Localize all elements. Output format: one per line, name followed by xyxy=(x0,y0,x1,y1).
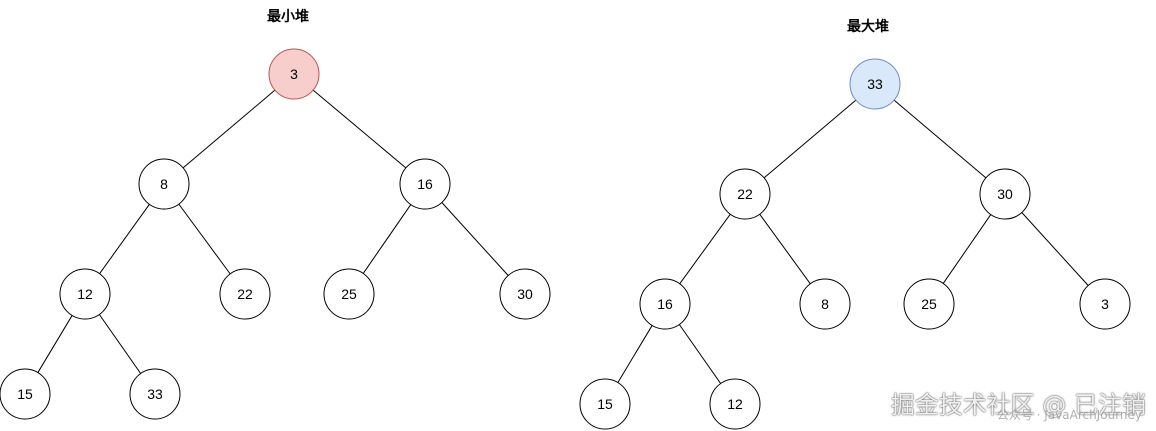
max-heap-node-label: 33 xyxy=(867,76,883,92)
min-heap-node-label: 22 xyxy=(237,286,253,302)
max-heap-node-circle xyxy=(639,278,691,330)
min-heap-edge xyxy=(182,89,276,169)
max-heap-edge xyxy=(679,213,731,285)
max-heap-node-circle xyxy=(849,58,901,110)
min-heap-node: 15 xyxy=(0,368,51,420)
min-heap-edge xyxy=(98,314,142,374)
min-heap-node: 22 xyxy=(219,268,271,320)
min-heap-node-circle xyxy=(399,158,451,210)
min-heap-node-label: 3 xyxy=(290,66,298,82)
max-heap-node-circle xyxy=(719,168,771,220)
min-heap-node-circle xyxy=(323,268,375,320)
min-heap-node-label: 33 xyxy=(147,386,163,402)
max-heap-edge xyxy=(893,99,987,179)
max-heap-node-circle xyxy=(579,378,631,430)
max-heap-node-label: 30 xyxy=(997,186,1013,202)
min-heap-node-circle xyxy=(0,368,51,420)
min-heap-edge xyxy=(37,315,73,373)
min-heap-node: 30 xyxy=(499,268,551,320)
max-heap-node: 3 xyxy=(1079,278,1131,330)
max-heap-node-label: 3 xyxy=(1101,296,1109,312)
max-heap-node: 25 xyxy=(903,278,955,330)
max-heap-node-label: 8 xyxy=(821,296,829,312)
max-heap-node-circle xyxy=(979,168,1031,220)
max-heap-node: 22 xyxy=(719,168,771,220)
max-heap-edge xyxy=(759,213,811,285)
watermark-sub: 公众号 · JavaArchJourney xyxy=(996,408,1142,422)
min-heap-node-circle xyxy=(268,48,320,100)
min-heap-node-label: 16 xyxy=(417,176,433,192)
min-heap-edge xyxy=(99,204,150,274)
min-heap-node-circle xyxy=(219,268,271,320)
watermark-main: 掘金技术社区 @ 已注销 xyxy=(890,391,1146,419)
max-heap-node: 33 xyxy=(849,58,901,110)
max-heap-node-circle xyxy=(1079,278,1131,330)
max-heap-edge xyxy=(678,324,722,384)
max-heap-node-circle xyxy=(903,278,955,330)
max-heap-node-label: 15 xyxy=(597,396,613,412)
max-heap-node-label: 22 xyxy=(737,186,753,202)
max-heap-node-circle xyxy=(709,378,761,430)
min-heap-node-label: 30 xyxy=(517,286,533,302)
min-heap-node: 25 xyxy=(323,268,375,320)
min-heap-node-circle xyxy=(138,158,190,210)
max-heap-edge xyxy=(1021,212,1089,286)
max-heap-node-label: 12 xyxy=(727,396,743,412)
max-heap-node: 16 xyxy=(639,278,691,330)
max-heap-node-label: 16 xyxy=(657,296,673,312)
min-heap-edge xyxy=(441,202,509,276)
min-heap-edge xyxy=(178,203,231,275)
min-heap-node-label: 12 xyxy=(77,286,93,302)
max-heap-node: 8 xyxy=(799,278,851,330)
min-heap-node: 16 xyxy=(399,158,451,210)
max-heap-node: 12 xyxy=(709,378,761,430)
min-heap-node-circle xyxy=(59,268,111,320)
min-heap-node-circle xyxy=(499,268,551,320)
min-heap-node-label: 8 xyxy=(160,176,168,192)
min-heap-node: 8 xyxy=(138,158,190,210)
max-heap-edge xyxy=(617,325,653,383)
max-heap-edge xyxy=(763,99,857,179)
max-heap-node: 30 xyxy=(979,168,1031,220)
min-heap-edge xyxy=(312,89,407,169)
min-heap-title: 最小堆 xyxy=(267,9,309,25)
max-heap-node-circle xyxy=(799,278,851,330)
min-heap-node-circle xyxy=(129,368,181,420)
min-heap-node-label: 15 xyxy=(17,386,33,402)
max-heap-title: 最大堆 xyxy=(847,19,889,35)
min-heap-node: 12 xyxy=(59,268,111,320)
min-heap-node: 33 xyxy=(129,368,181,420)
min-heap-node: 3 xyxy=(268,48,320,100)
min-heap-node-label: 25 xyxy=(341,286,357,302)
max-heap-node: 15 xyxy=(579,378,631,430)
max-heap-node-label: 25 xyxy=(921,296,937,312)
min-heap-edge xyxy=(362,204,412,274)
max-heap-edge xyxy=(942,214,992,284)
